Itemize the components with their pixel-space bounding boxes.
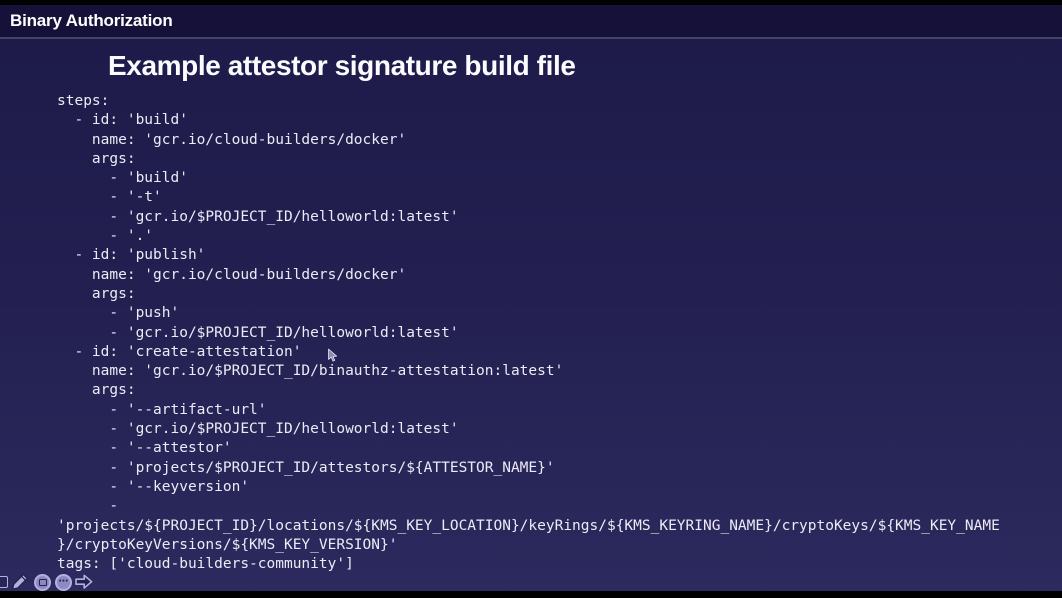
letterbox-top [0, 0, 1062, 5]
yaml-build-file-code: steps: - id: 'build' name: 'gcr.io/cloud… [57, 93, 1000, 573]
more-options-glyph: ⋯ [58, 575, 69, 587]
shape-picker-icon[interactable] [34, 573, 51, 591]
pencil-icon[interactable] [10, 572, 30, 592]
more-options-icon[interactable]: ⋯ [55, 573, 72, 591]
slide-title: Example attestor signature build file [108, 50, 576, 81]
shape-picker-glyph [38, 578, 47, 586]
square-shape-icon[interactable] [0, 576, 8, 588]
deck-header-title: Binary Authorization [10, 11, 173, 30]
mouse-cursor-icon [328, 348, 338, 362]
forward-arrow-icon[interactable] [74, 573, 94, 591]
annotation-toolbar: ⋯ [0, 571, 94, 593]
deck-header: Binary Authorization [0, 5, 1062, 39]
letterbox-bottom [0, 591, 1062, 598]
